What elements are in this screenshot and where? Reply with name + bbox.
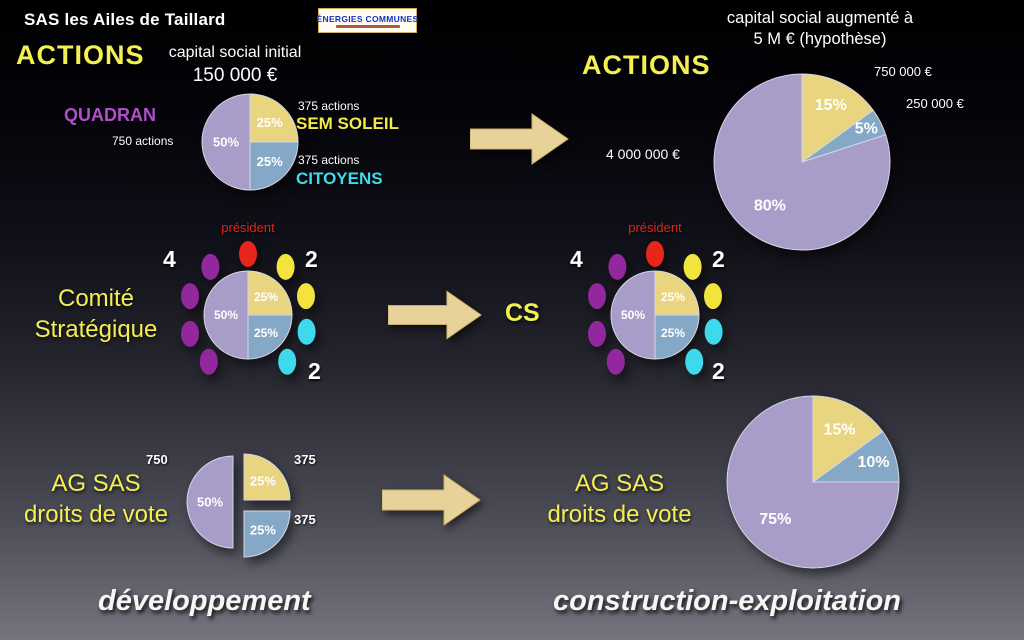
amount-sem-soleil: 750 000 € <box>874 64 932 79</box>
ag-sas-heading-left: AG SAS droits de vote <box>5 468 187 530</box>
capital-augmente-heading: capital social augmenté à 5 M € (hypothè… <box>680 8 960 50</box>
amount-quadran: 4 000 000 € <box>606 146 680 162</box>
capital-augmente-line2: 5 M € (hypothèse) <box>753 30 887 48</box>
ag-right-line2: droits de vote <box>547 501 692 528</box>
actions-left-heading: ACTIONS <box>16 40 145 70</box>
citoyens-label: CITOYENS <box>296 169 383 188</box>
svg-text:5%: 5% <box>855 121 878 138</box>
svg-text:10%: 10% <box>857 454 889 471</box>
seat-count-citoyens-right: 2 <box>712 358 725 384</box>
phase-developpement: développement <box>98 585 311 617</box>
actions-right-heading: ACTIONS <box>582 50 711 80</box>
energies-communes-logo: ÉNERGIES COMMUNES <box>316 8 419 33</box>
capital-augmente-line1: capital social augmenté à <box>726 9 914 27</box>
svg-text:15%: 15% <box>823 421 855 438</box>
logo-stripe-decoration <box>335 24 400 28</box>
svg-text:25%: 25% <box>257 154 283 169</box>
pie-svg: 15% 5% 80% <box>713 73 891 251</box>
flow-arrow-actions-icon <box>470 112 570 166</box>
seat-count-sem-left: 2 <box>305 246 318 272</box>
sem-soleil-label: SEM SOLEIL <box>296 114 399 133</box>
ag-sas-heading-right: AG SAS droits de vote <box>512 468 727 530</box>
svg-text:25%: 25% <box>250 474 276 489</box>
comite-strategique-heading: Comité Stratégique <box>10 283 182 345</box>
pie-capital-initial: 25% 25% 50% <box>196 88 304 196</box>
pie-ag-developpement: 25% 25% 50% <box>177 442 297 562</box>
seat-count-sem-right: 2 <box>712 246 725 272</box>
svg-text:25%: 25% <box>257 115 283 130</box>
ag-right-line1: AG SAS <box>574 470 665 497</box>
svg-text:75%: 75% <box>759 511 791 528</box>
pie-svg: 25% 25% 50% <box>201 93 299 191</box>
capital-initial-line1: capital social initial <box>168 44 302 61</box>
capital-initial-heading: capital social initial 150 000 € <box>135 44 335 87</box>
svg-text:25%: 25% <box>250 522 276 537</box>
pie-comite-strategique-right: 25% 25% 50% <box>575 235 735 395</box>
svg-text:50%: 50% <box>197 495 223 510</box>
president-label-right: président <box>628 220 682 235</box>
ag-left-line1: AG SAS <box>51 470 141 497</box>
pie-ag-construction: 15%10% 75% <box>721 390 905 574</box>
pie-svg: 15%10% 75% <box>726 395 900 569</box>
pie-svg: 25% 25% 50% <box>181 241 316 375</box>
svg-text:50%: 50% <box>213 135 239 150</box>
sem-soleil-shares: 375 actions <box>298 99 360 113</box>
seat-count-quadran-right: 4 <box>570 246 583 272</box>
logo-text: ÉNERGIES COMMUNES <box>316 13 419 24</box>
pie-svg: 25% 25% 50% <box>186 453 291 558</box>
president-label-left: président <box>221 220 275 235</box>
amount-citoyens: 250 000 € <box>906 96 964 111</box>
capital-initial-line2: 150 000 € <box>192 65 278 86</box>
svg-text:80%: 80% <box>754 198 786 215</box>
quadran-label: QUADRAN <box>64 105 156 125</box>
citoyens-shares: 375 actions <box>298 153 360 167</box>
cs-heading: CS <box>505 299 540 327</box>
svg-text:50%: 50% <box>214 308 238 322</box>
votes-citoyens: 375 <box>294 512 316 527</box>
svg-text:15%: 15% <box>815 97 847 114</box>
svg-text:25%: 25% <box>661 326 685 340</box>
svg-text:25%: 25% <box>254 326 278 340</box>
svg-text:25%: 25% <box>254 290 278 304</box>
seat-count-quadran-left: 4 <box>163 246 176 272</box>
votes-quadran: 750 <box>146 452 168 467</box>
votes-sem-soleil: 375 <box>294 452 316 467</box>
slide-title: SAS les Ailes de Taillard <box>24 10 226 29</box>
quadran-shares: 750 actions <box>112 134 174 148</box>
comite-heading-line2: Stratégique <box>34 316 158 343</box>
flow-arrow-comite-icon <box>388 288 483 342</box>
svg-text:50%: 50% <box>621 308 645 322</box>
flow-arrow-ag-icon <box>382 473 482 527</box>
pie-capital-augmente: 15% 5% 80% <box>708 68 896 256</box>
ag-left-line2: droits de vote <box>23 501 169 528</box>
comite-heading-line1: Comité <box>57 285 135 312</box>
pie-svg: 25% 25% 50% <box>588 241 723 375</box>
phase-construction-exploitation: construction-exploitation <box>553 585 901 617</box>
pie-comite-strategique-left: 25% 25% 50% <box>168 235 328 395</box>
seat-count-citoyens-left: 2 <box>308 358 321 384</box>
svg-text:25%: 25% <box>661 290 685 304</box>
